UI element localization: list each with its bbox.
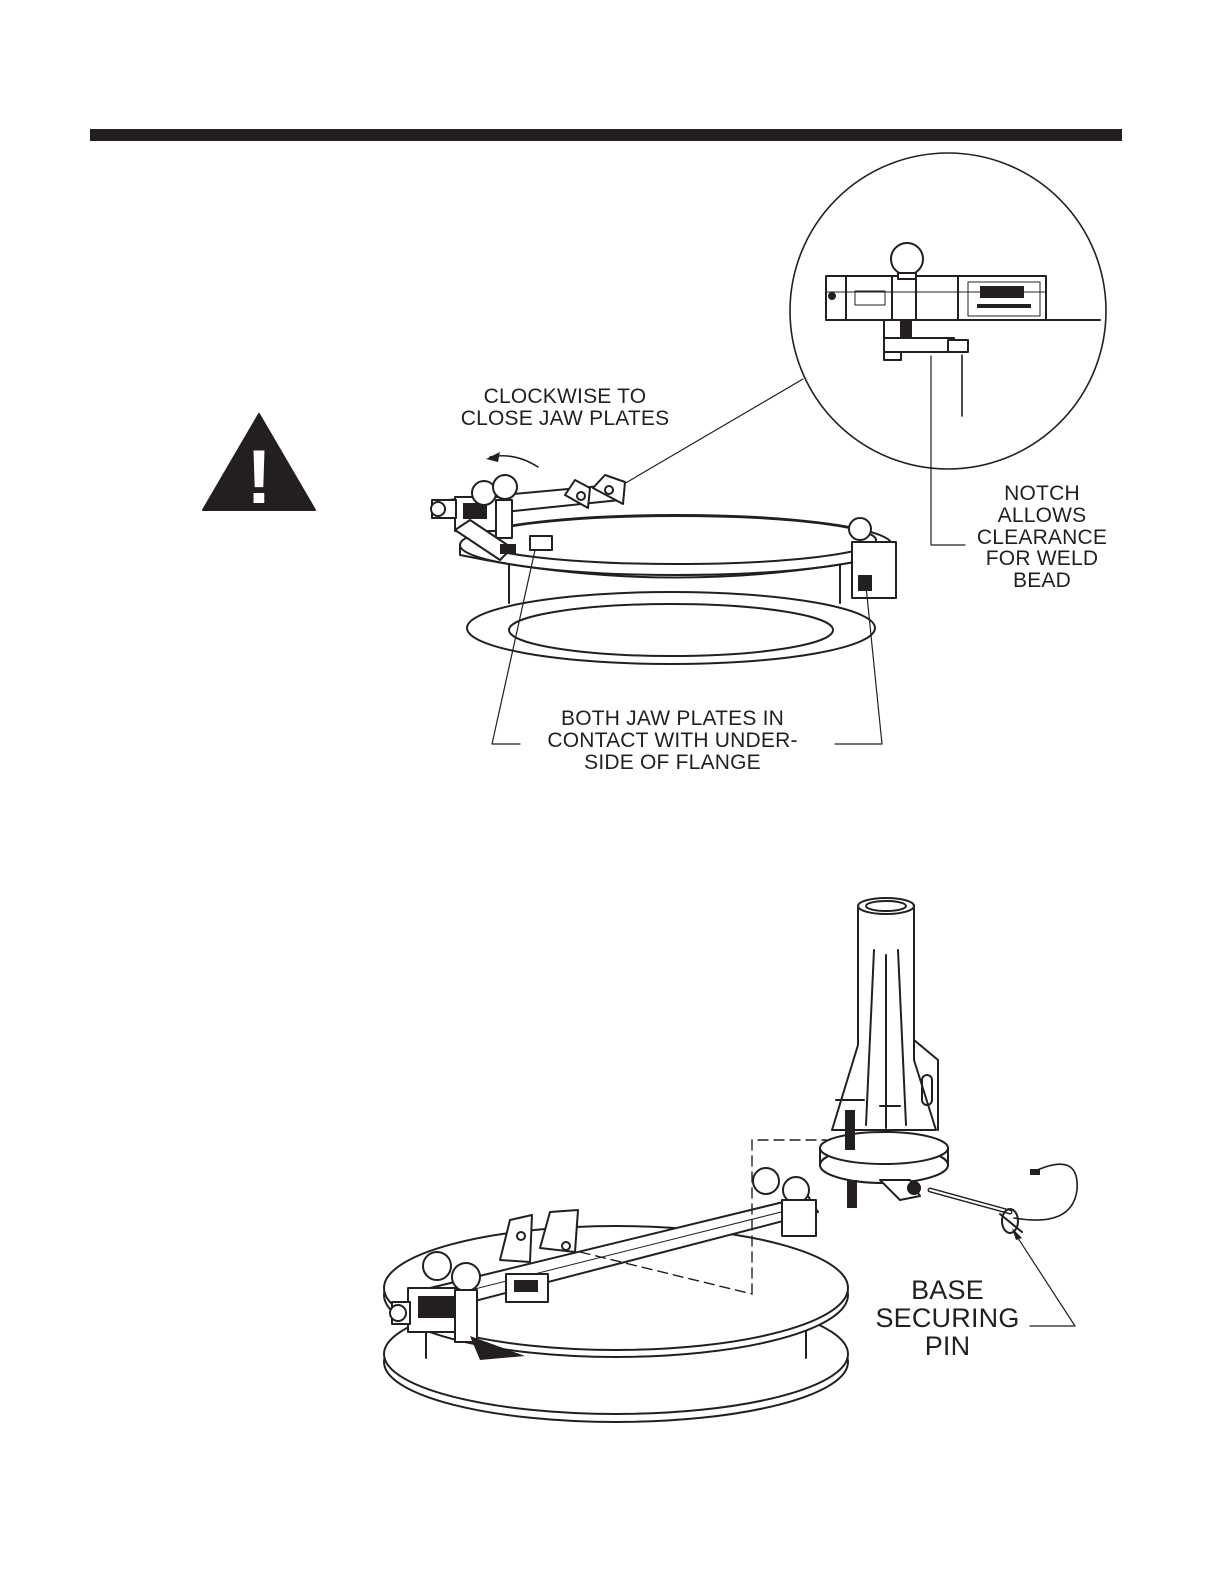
flange-ring-top — [460, 515, 892, 664]
securing-pin-label: BASE SECURING PIN — [860, 1276, 1035, 1360]
detail-circle — [600, 153, 1106, 498]
warning-exclamation: ! — [246, 435, 271, 520]
jaw-plates-label: BOTH JAW PLATES IN CONTACT WITH UNDER- S… — [520, 708, 825, 773]
notch-label: NOTCH ALLOWS CLEARANCE FOR WELD BEAD — [962, 483, 1122, 592]
securing-pin — [930, 1164, 1077, 1233]
clockwise-label: CLOCKWISE TO CLOSE JAW PLATES — [440, 386, 690, 430]
mast-base — [820, 898, 948, 1208]
warning-triangle-icon: ! — [203, 414, 315, 520]
